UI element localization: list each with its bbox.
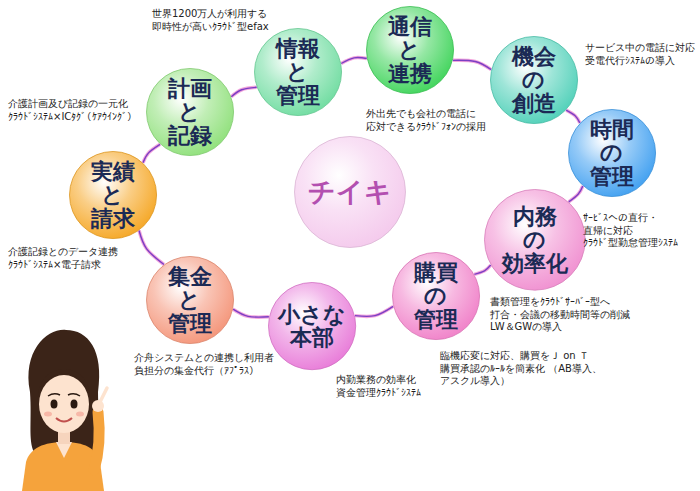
ring-connector xyxy=(341,57,367,63)
center-title: チイキ xyxy=(308,178,392,206)
topic-title: 小さな 本部 xyxy=(278,303,346,349)
circle-fill xyxy=(254,28,341,115)
topic-title: 購買 の 管理 xyxy=(414,261,458,330)
circle-fill xyxy=(146,256,233,343)
topic-circle: 集金 と 管理 xyxy=(146,256,234,344)
topic-circle: 通信 と 連携 xyxy=(366,6,454,94)
topic-circle: 内務 の 効率化 xyxy=(484,189,586,291)
caption-note: 臨機応変に対応、購買をＪ on Ｔ 購買承認のﾙｰﾙを簡素化 （AB導入、アスク… xyxy=(440,350,612,388)
caption-note: 介護記録とのデータ連携 ｸﾗｳﾄﾞｼｽﾃﾑ×電子請求 xyxy=(8,246,140,271)
topic-circle: 情報 と 管理 xyxy=(254,28,342,116)
hand xyxy=(92,400,104,412)
center-circle: チイキ xyxy=(294,136,406,248)
caption-note: 介舟システムとの連携し利用者 負担分の集金代行（ｱﾌﾟﾗｽ） xyxy=(134,352,294,377)
ring-connector xyxy=(139,231,164,265)
ring-connector xyxy=(569,186,583,202)
topic-circle: 小さな 本部 xyxy=(268,282,356,370)
topic-title: 実績 と 請求 xyxy=(91,160,135,229)
cheek xyxy=(76,412,84,417)
topic-title: 時間 の 管理 xyxy=(590,118,634,187)
circle-fill xyxy=(146,68,233,155)
topic-title: 情報 と 管理 xyxy=(276,37,320,106)
ring-connector xyxy=(453,60,491,69)
ring-connector xyxy=(566,110,580,123)
ring-connector-glow xyxy=(143,144,160,162)
ring-connector xyxy=(233,309,269,317)
ring-connector xyxy=(474,265,490,274)
caption-note: 内勤業務の効率化 資金管理ｸﾗｳﾄﾞｼｽﾃﾑ xyxy=(336,374,466,399)
ring-connector-glow xyxy=(139,231,164,265)
caption-note: 書類管理をｸﾗｳﾄﾞｻｰﾊﾞｰ型へ 打合・会議の移動時間等の削減 LW＆GWの導… xyxy=(490,296,640,334)
ring-connector-glow xyxy=(566,110,580,123)
face xyxy=(39,375,89,433)
fringe xyxy=(38,369,90,396)
circle-fill xyxy=(366,6,453,93)
hair xyxy=(29,330,102,452)
topic-title: 計画 と 記録 xyxy=(168,77,212,146)
topic-circle: 実績 と 請求 xyxy=(69,151,157,239)
topic-title: 内務 の 効率化 xyxy=(502,205,568,274)
circle-fill xyxy=(295,137,406,248)
cheek xyxy=(44,412,52,417)
ring-connector xyxy=(143,144,160,162)
topic-circle: 時間 の 管理 xyxy=(568,109,656,197)
ring-connector-glow xyxy=(453,60,491,69)
circle-fill xyxy=(268,282,355,369)
eye xyxy=(51,400,58,409)
smile xyxy=(56,418,72,422)
ring-connector xyxy=(355,306,393,316)
topic-title: 機会 の 創造 xyxy=(512,45,556,114)
eye xyxy=(71,400,78,409)
circle-fill xyxy=(568,109,655,196)
ring-connector-glow xyxy=(355,306,393,316)
caption-note: 外出先でも会社の電話に 応対できるｸﾗｳﾄﾞﾌｫﾝの採用 xyxy=(366,108,516,133)
circle-fill xyxy=(69,151,156,238)
topic-circle: 計画 と 記録 xyxy=(146,68,234,156)
circle-fill xyxy=(485,190,586,291)
eyebrows xyxy=(48,394,80,396)
ring-connector-glow xyxy=(233,309,269,317)
ring-connector xyxy=(231,87,256,96)
topic-circle: 機会 の 創造 xyxy=(490,36,578,124)
caption-note: 世界1200万人が利用する 即時性が高いｸﾗｳﾄﾞ型efax xyxy=(152,8,302,33)
ring-connector-glow xyxy=(474,265,490,274)
topic-circle: 購買 の 管理 xyxy=(392,252,480,340)
topic-title: 集金 と 管理 xyxy=(168,265,212,334)
topic-title: 通信 と 連携 xyxy=(388,15,432,84)
circle-fill xyxy=(392,252,479,339)
pointing-finger xyxy=(100,388,107,402)
caption-note: サービス中の電話に対応 受電代行ｼｽﾃﾑの導入 xyxy=(585,42,697,67)
ring-connector-glow xyxy=(231,87,256,96)
ring-connector-glow xyxy=(569,186,583,202)
circle-fill xyxy=(490,36,577,123)
arm xyxy=(94,412,99,470)
neckline xyxy=(56,442,72,458)
caption-note: ｻｰﾋﾞｽへの直行・直帰に対応 ｸﾗｳﾄﾞ型勤怠管理ｼｽﾃﾑ xyxy=(583,212,697,250)
ring-connector-glow xyxy=(341,57,367,63)
caption-note: 介護計画及び記録の一元化 ｸﾗｳﾄﾞｼｽﾃﾑ×ICﾀｸﾞ（ｹｱｳｲﾝｸﾞ） xyxy=(8,98,158,123)
